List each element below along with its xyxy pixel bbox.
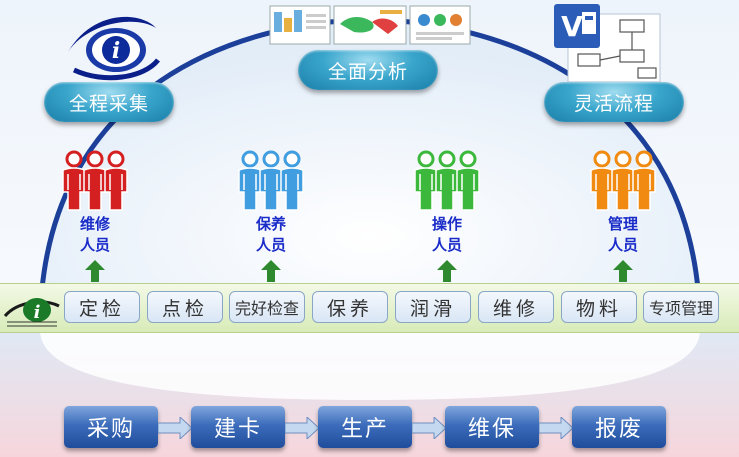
- role-label-line2: 人员: [79, 236, 110, 254]
- svg-text:i: i: [34, 302, 41, 323]
- svg-text:i: i: [112, 38, 120, 64]
- task-tag: 物料: [561, 291, 637, 323]
- people-group-icon: [590, 150, 656, 211]
- role-label-line1: 保养: [255, 215, 286, 233]
- svg-text:V: V: [561, 10, 583, 43]
- process-step: 生产: [318, 406, 412, 448]
- role-label-line1: 维修: [79, 215, 110, 233]
- visio-flowchart-icon: V: [554, 4, 661, 83]
- people-group-icon: [62, 150, 128, 211]
- arrow-right-icon: [539, 417, 573, 439]
- task-tag: 完好检查: [229, 291, 305, 323]
- role-label-line1: 操作: [431, 215, 462, 233]
- dashboard-thumbnails: [269, 5, 471, 45]
- arrow-up-icon: [613, 260, 633, 282]
- pill-full-collection: 全程采集: [44, 82, 174, 122]
- pill-flexible-process: 灵活流程: [544, 82, 684, 122]
- role-label: 管理人员: [588, 214, 658, 256]
- arrow-right-icon: [285, 417, 319, 439]
- arrow-up-icon: [85, 260, 105, 282]
- role-label-line2: 人员: [255, 236, 286, 254]
- arrow-up-icon: [437, 260, 457, 282]
- task-tag: 定检: [64, 291, 140, 323]
- arrow-right-icon: [412, 417, 446, 439]
- role-label-line1: 管理: [607, 215, 638, 233]
- role-label: 保养人员: [236, 214, 306, 256]
- process-step: 报废: [572, 406, 666, 448]
- people-group-icon: [238, 150, 304, 211]
- process-step: 维保: [445, 406, 539, 448]
- info-logo-icon: i: [68, 16, 160, 81]
- role-label-line2: 人员: [607, 236, 638, 254]
- task-tag: 专项管理: [643, 291, 719, 323]
- role-label-line2: 人员: [431, 236, 462, 254]
- task-tag: 维修: [478, 291, 554, 323]
- role-label: 操作人员: [412, 214, 482, 256]
- arrow-up-icon: [261, 260, 281, 282]
- pill-full-analysis: 全面分析: [298, 50, 438, 90]
- arrow-right-icon: [158, 417, 192, 439]
- role-label: 维修人员: [60, 214, 130, 256]
- process-step: 采购: [64, 406, 158, 448]
- task-tag: 点检: [147, 291, 223, 323]
- people-group-icon: [414, 150, 480, 211]
- task-tag: 保养: [312, 291, 388, 323]
- task-tag: 润滑: [395, 291, 471, 323]
- process-step: 建卡: [191, 406, 285, 448]
- info-small-icon: i: [3, 298, 60, 327]
